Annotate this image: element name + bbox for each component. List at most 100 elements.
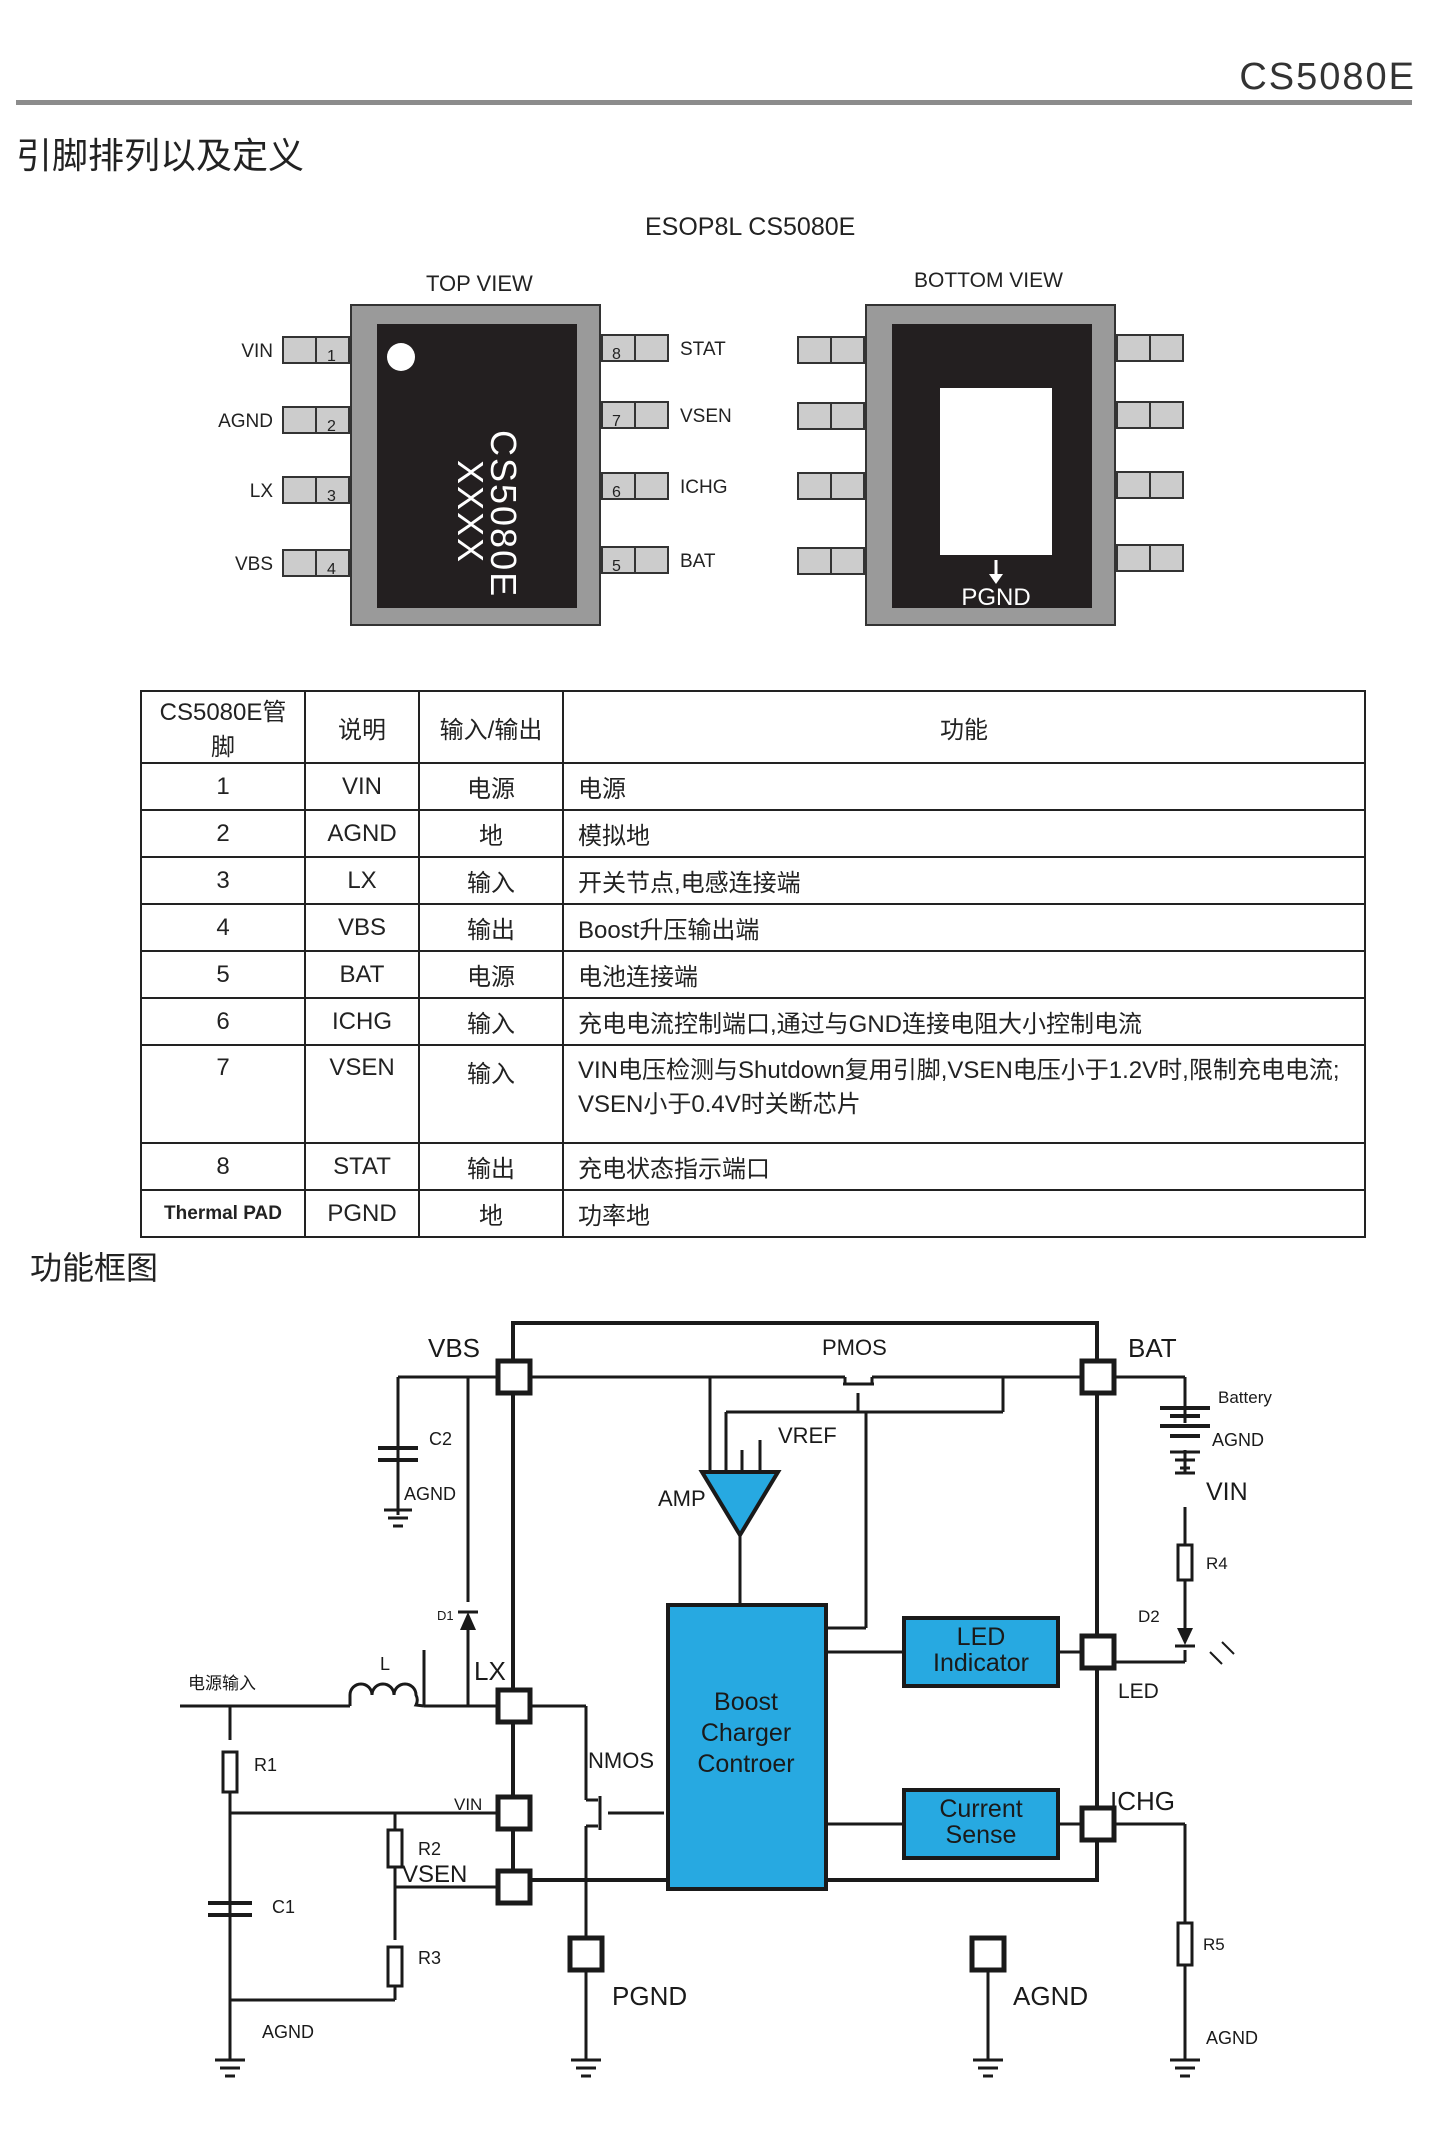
label-ichg: ICHG — [1110, 1786, 1175, 1816]
label-bat: BAT — [1128, 1333, 1177, 1363]
inductor-l — [348, 1682, 425, 1708]
current-sense-block — [902, 1788, 1060, 1860]
pin-label-bat: BAT — [680, 551, 716, 572]
svg-text:4: 4 — [327, 561, 336, 578]
pin-label-ichg: ICHG — [680, 477, 728, 498]
pin-bat — [1079, 1358, 1117, 1396]
label-vbs: VBS — [428, 1333, 480, 1363]
capacitor-c1 — [208, 1901, 252, 1917]
label-r1: R1 — [254, 1755, 277, 1775]
boost-charger-controller-block — [666, 1603, 828, 1891]
table-header-row: CS5080E管脚 说明 输入/输出 功能 — [140, 690, 1366, 764]
svg-text:6: 6 — [612, 484, 621, 501]
boost-text-line1: Boost — [714, 1688, 778, 1716]
pin-label-stat: STAT — [680, 339, 726, 360]
pin-led — [1079, 1633, 1117, 1671]
led-block-text-line1: LED — [957, 1623, 1006, 1651]
pin-ichg — [1079, 1805, 1117, 1843]
label-c2: C2 — [429, 1429, 452, 1449]
svg-text:5: 5 — [612, 558, 621, 575]
pin-label-agnd: AGND — [218, 411, 273, 432]
battery-symbol — [1160, 1406, 1210, 1438]
label-nmos: NMOS — [588, 1748, 654, 1773]
svg-text:1: 1 — [327, 348, 336, 365]
label-vin-pin: VIN — [454, 1795, 482, 1814]
label-pmos: PMOS — [822, 1335, 887, 1360]
table-row: 7 VSEN 输入 VIN电压检测与Shutdown复用引脚,VSEN电压小于1… — [140, 1044, 1366, 1144]
resistor-r3 — [386, 1945, 404, 1988]
block-diagram: VBS BAT LX VIN VSEN PGND AGND LED ICHG B… — [180, 1321, 1272, 2078]
pin-label-vbs: VBS — [235, 554, 273, 575]
section-title-pins: 引脚排列以及定义 — [16, 136, 305, 177]
resistor-r4 — [1176, 1543, 1194, 1582]
header-name: 说明 — [304, 690, 420, 764]
thermal-pad — [940, 388, 1052, 555]
label-c1: C1 — [272, 1897, 295, 1917]
resistor-r5 — [1176, 1921, 1194, 1967]
bottom-pad-label: PGND — [961, 584, 1030, 611]
pin-pgnd — [567, 1935, 605, 1973]
table-row: 6 ICHG 输入 充电电流控制端口,通过与GND连接电阻大小控制电流 — [140, 997, 1366, 1046]
chip-pins — [495, 1358, 1117, 1973]
resistor-r2 — [386, 1828, 404, 1869]
table-row: 8 STAT 输出 充电状态指示端口 — [140, 1142, 1366, 1191]
label-amp: AMP — [658, 1486, 706, 1511]
svg-text:7: 7 — [612, 413, 621, 430]
table-row: Thermal PAD PGND 地 功率地 — [140, 1189, 1366, 1238]
label-battery: Battery — [1218, 1388, 1272, 1407]
label-agnd-c2: AGND — [404, 1484, 456, 1504]
pin-vsen — [495, 1868, 533, 1906]
label-lx: LX — [474, 1656, 506, 1686]
top-right-pins: 8 7 6 5 STAT VSEN ICHG BAT — [601, 334, 732, 575]
bottom-pins — [797, 334, 1184, 575]
header-pin: CS5080E管脚 — [140, 690, 306, 764]
pin-label-vsen: VSEN — [680, 406, 732, 427]
svg-text:3: 3 — [327, 488, 336, 505]
pin-definition-table: CS5080E管脚 说明 输入/输出 功能 1 VIN 电源 电源 2 AGND… — [140, 690, 1366, 1238]
svg-text:2: 2 — [327, 418, 336, 435]
table-row: 1 VIN 电源 电源 — [140, 762, 1366, 811]
label-agnd-pin: AGND — [1013, 1981, 1088, 2011]
label-vsen: VSEN — [402, 1861, 467, 1888]
pin-label-vin: VIN — [241, 341, 273, 362]
package-drawing: ESOP8L CS5080E TOP VIEW BOTTOM VIEW CS50… — [218, 213, 1184, 626]
label-pgnd: PGND — [612, 1981, 687, 2011]
ground-symbols — [215, 1450, 1200, 2078]
header-rule — [16, 100, 1412, 105]
current-block-text-line2: Sense — [946, 1821, 1017, 1849]
label-l: L — [380, 1654, 390, 1674]
led-block-text-line2: Indicator — [933, 1649, 1029, 1677]
pin-vbs — [495, 1358, 533, 1396]
label-r2: R2 — [418, 1839, 441, 1859]
header-function: 功能 — [562, 690, 1366, 764]
boost-text-line3: Controer — [697, 1750, 794, 1778]
label-vin-supply: VIN — [1206, 1478, 1248, 1506]
wiring — [180, 1375, 1187, 2060]
section-title-block-diagram: 功能框图 — [30, 1249, 159, 1287]
diode-d1 — [460, 1612, 476, 1630]
package-name: ESOP8L CS5080E — [645, 213, 855, 241]
top-view-label: TOP VIEW — [426, 271, 533, 296]
led-d2 — [1177, 1628, 1193, 1645]
capacitor-c2 — [378, 1446, 418, 1462]
amp-triangle — [698, 1470, 782, 1539]
table-row: 2 AGND 地 模拟地 — [140, 809, 1366, 858]
pin1-marker — [387, 343, 415, 371]
bottom-view-label: BOTTOM VIEW — [914, 269, 1063, 292]
label-d2: D2 — [1138, 1607, 1160, 1626]
top-left-pins: 1 2 3 4 VIN AGND LX VBS — [218, 336, 350, 578]
resistors — [221, 1543, 1194, 1988]
label-agnd-battery: AGND — [1212, 1430, 1264, 1450]
chip-marking-line2: XXXX — [450, 460, 491, 564]
header-io: 输入/输出 — [418, 690, 564, 764]
pin-lx — [495, 1687, 533, 1725]
table-row: 3 LX 输入 开关节点,电感连接端 — [140, 856, 1366, 905]
pin-label-lx: LX — [250, 481, 274, 502]
light-emission-icon — [1209, 1641, 1235, 1665]
top-view-die — [377, 324, 577, 608]
svg-text:8: 8 — [612, 346, 621, 363]
chip-marking-line1: CS5080E — [483, 430, 524, 598]
label-r4: R4 — [1206, 1554, 1228, 1573]
boost-text-line2: Charger — [701, 1719, 791, 1747]
table-row: 5 BAT 电源 电池连接端 — [140, 950, 1366, 999]
